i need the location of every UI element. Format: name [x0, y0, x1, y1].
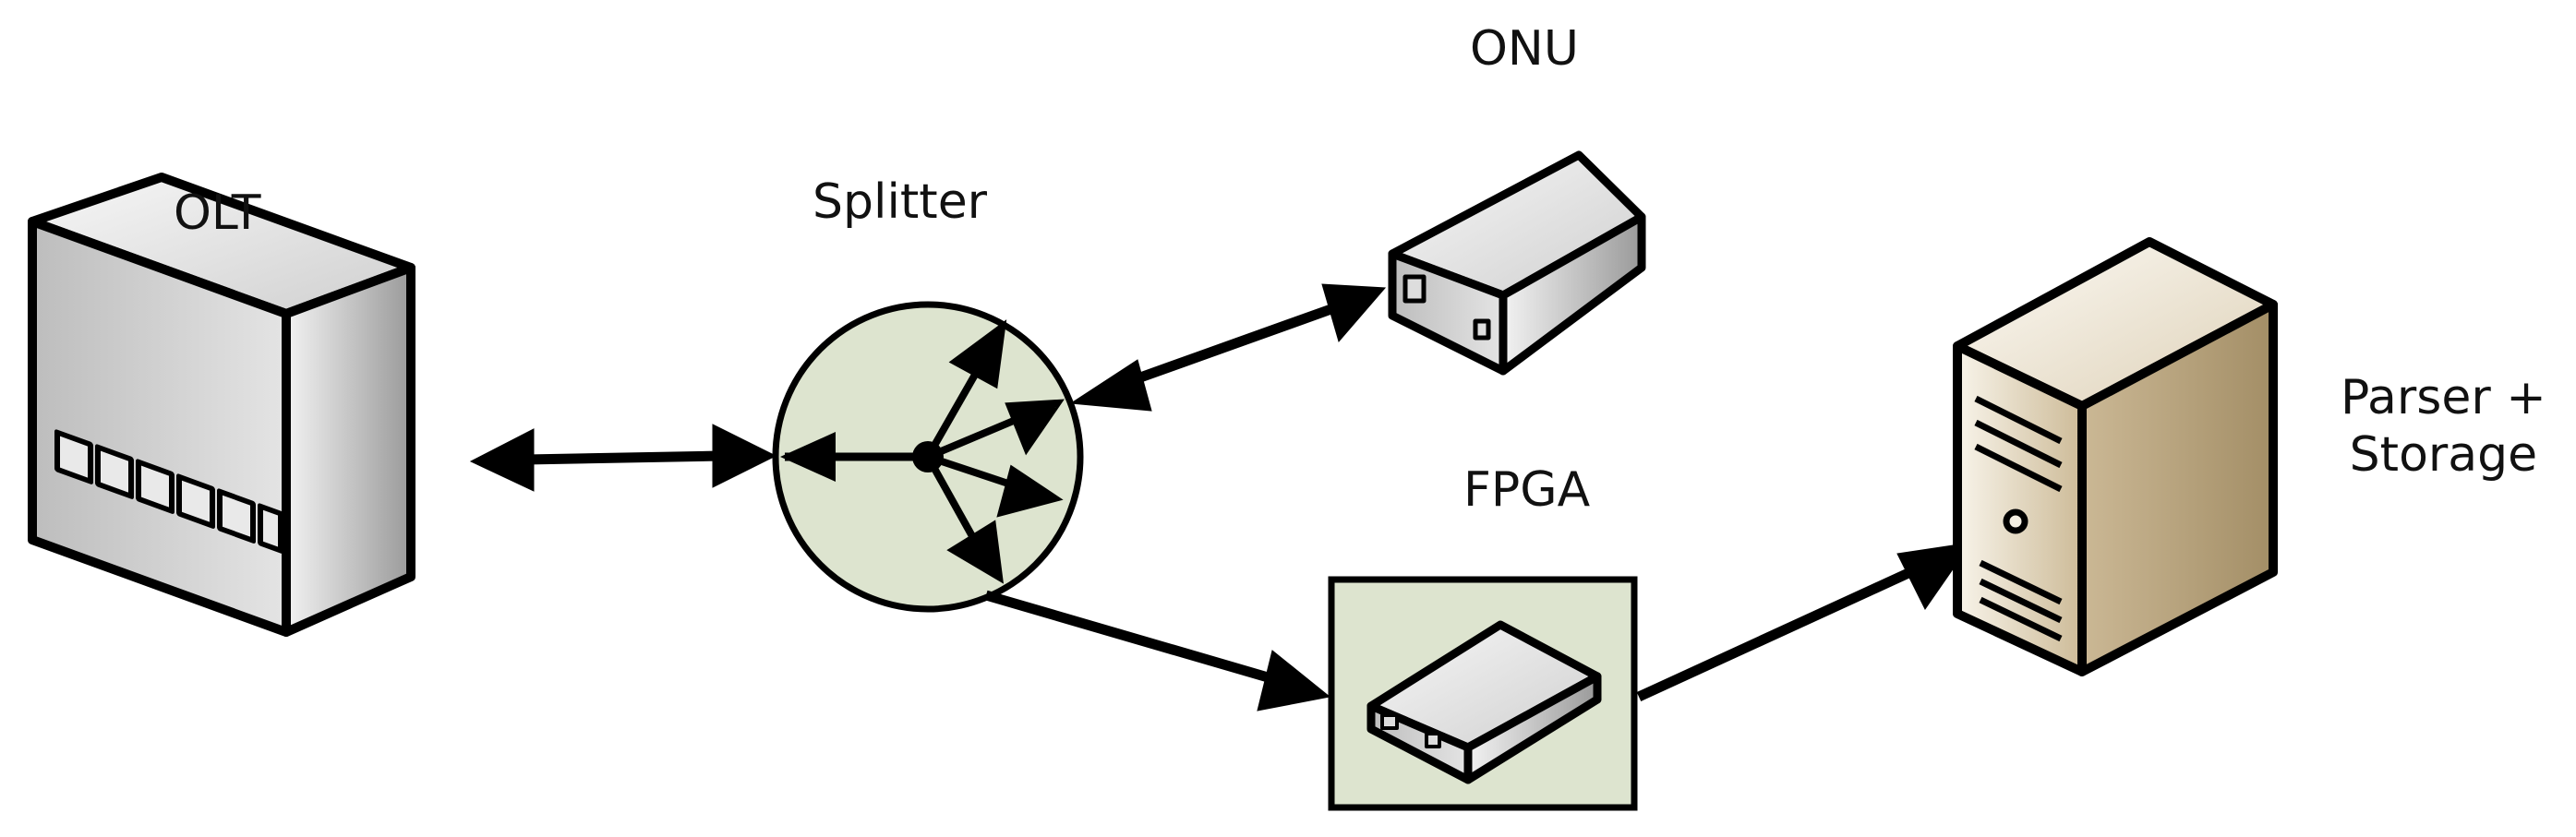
- server-label-line1: Parser +: [2341, 370, 2546, 425]
- arrowhead-left: [469, 428, 535, 492]
- fpga-server-link: [1636, 542, 1973, 701]
- onu-side-face: [1499, 212, 1646, 376]
- olt-label: OLT: [174, 185, 261, 241]
- fpga-label: FPGA: [1463, 462, 1591, 518]
- onu-label: ONU: [1470, 21, 1579, 77]
- splitter-label: Splitter: [813, 174, 988, 230]
- fpga-board-icon: [1366, 620, 1602, 784]
- olt-port-row: [54, 429, 283, 554]
- olt-side-face: [282, 263, 415, 637]
- fpga-box: [1328, 576, 1638, 811]
- splitter-icon: [772, 301, 1084, 613]
- server-label: Parser + Storage: [2341, 369, 2546, 484]
- onu-modem-icon: [1388, 150, 1646, 376]
- splitter-onu-link: [1069, 283, 1387, 412]
- server-tower-icon: [1953, 237, 2278, 676]
- server-front-face: [1953, 341, 2087, 676]
- server-side-face: [2077, 300, 2278, 676]
- server-label-line2: Storage: [2349, 427, 2538, 483]
- splitter-fpga-link: [984, 590, 1331, 711]
- olt-switch-icon: [28, 173, 415, 637]
- olt-splitter-link: [469, 424, 777, 492]
- server-front-details: [1974, 395, 2063, 642]
- arrowhead-right: [712, 424, 777, 488]
